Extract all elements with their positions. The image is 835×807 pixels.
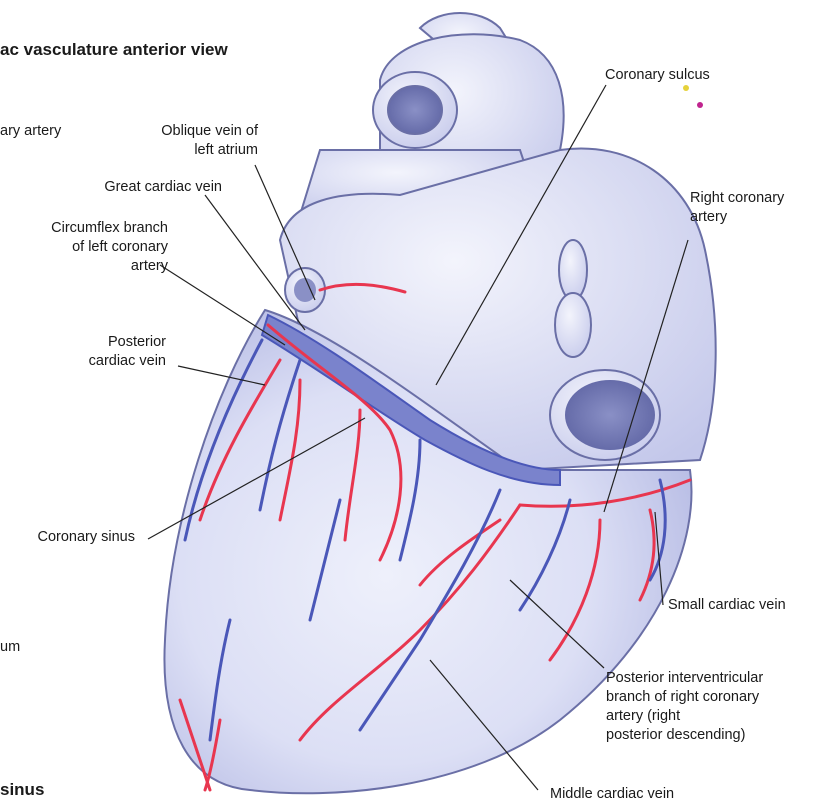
label-great-cardiac-vein: Great cardiac vein [40, 178, 222, 197]
label-circumflex-branch: Circumflex branch of left coronary arter… [0, 219, 168, 276]
label-coronary-sulcus: Coronary sulcus [605, 66, 710, 85]
label-middle-cardiac-vein: Middle cardiac vein [550, 785, 674, 804]
label-left-cut-top: ary artery [0, 122, 61, 141]
pulmonary-vein-1 [559, 240, 587, 300]
figure-footer-title: sinus [0, 780, 44, 800]
label-left-cut-bottom: um [0, 638, 20, 657]
label-posterior-interventricular: Posterior interventricular branch of rig… [606, 669, 763, 745]
figure-title: ac vasculature anterior view [0, 40, 228, 60]
label-right-coronary-artery: Right coronary artery [690, 189, 784, 227]
pulmonary-vein-2 [555, 293, 591, 357]
label-posterior-cardiac-vein: Posterior cardiac vein [40, 333, 166, 371]
label-oblique-vein: Oblique vein of left atrium [108, 122, 258, 160]
label-coronary-sinus: Coronary sinus [0, 528, 135, 547]
label-small-cardiac-vein: Small cardiac vein [668, 596, 786, 615]
